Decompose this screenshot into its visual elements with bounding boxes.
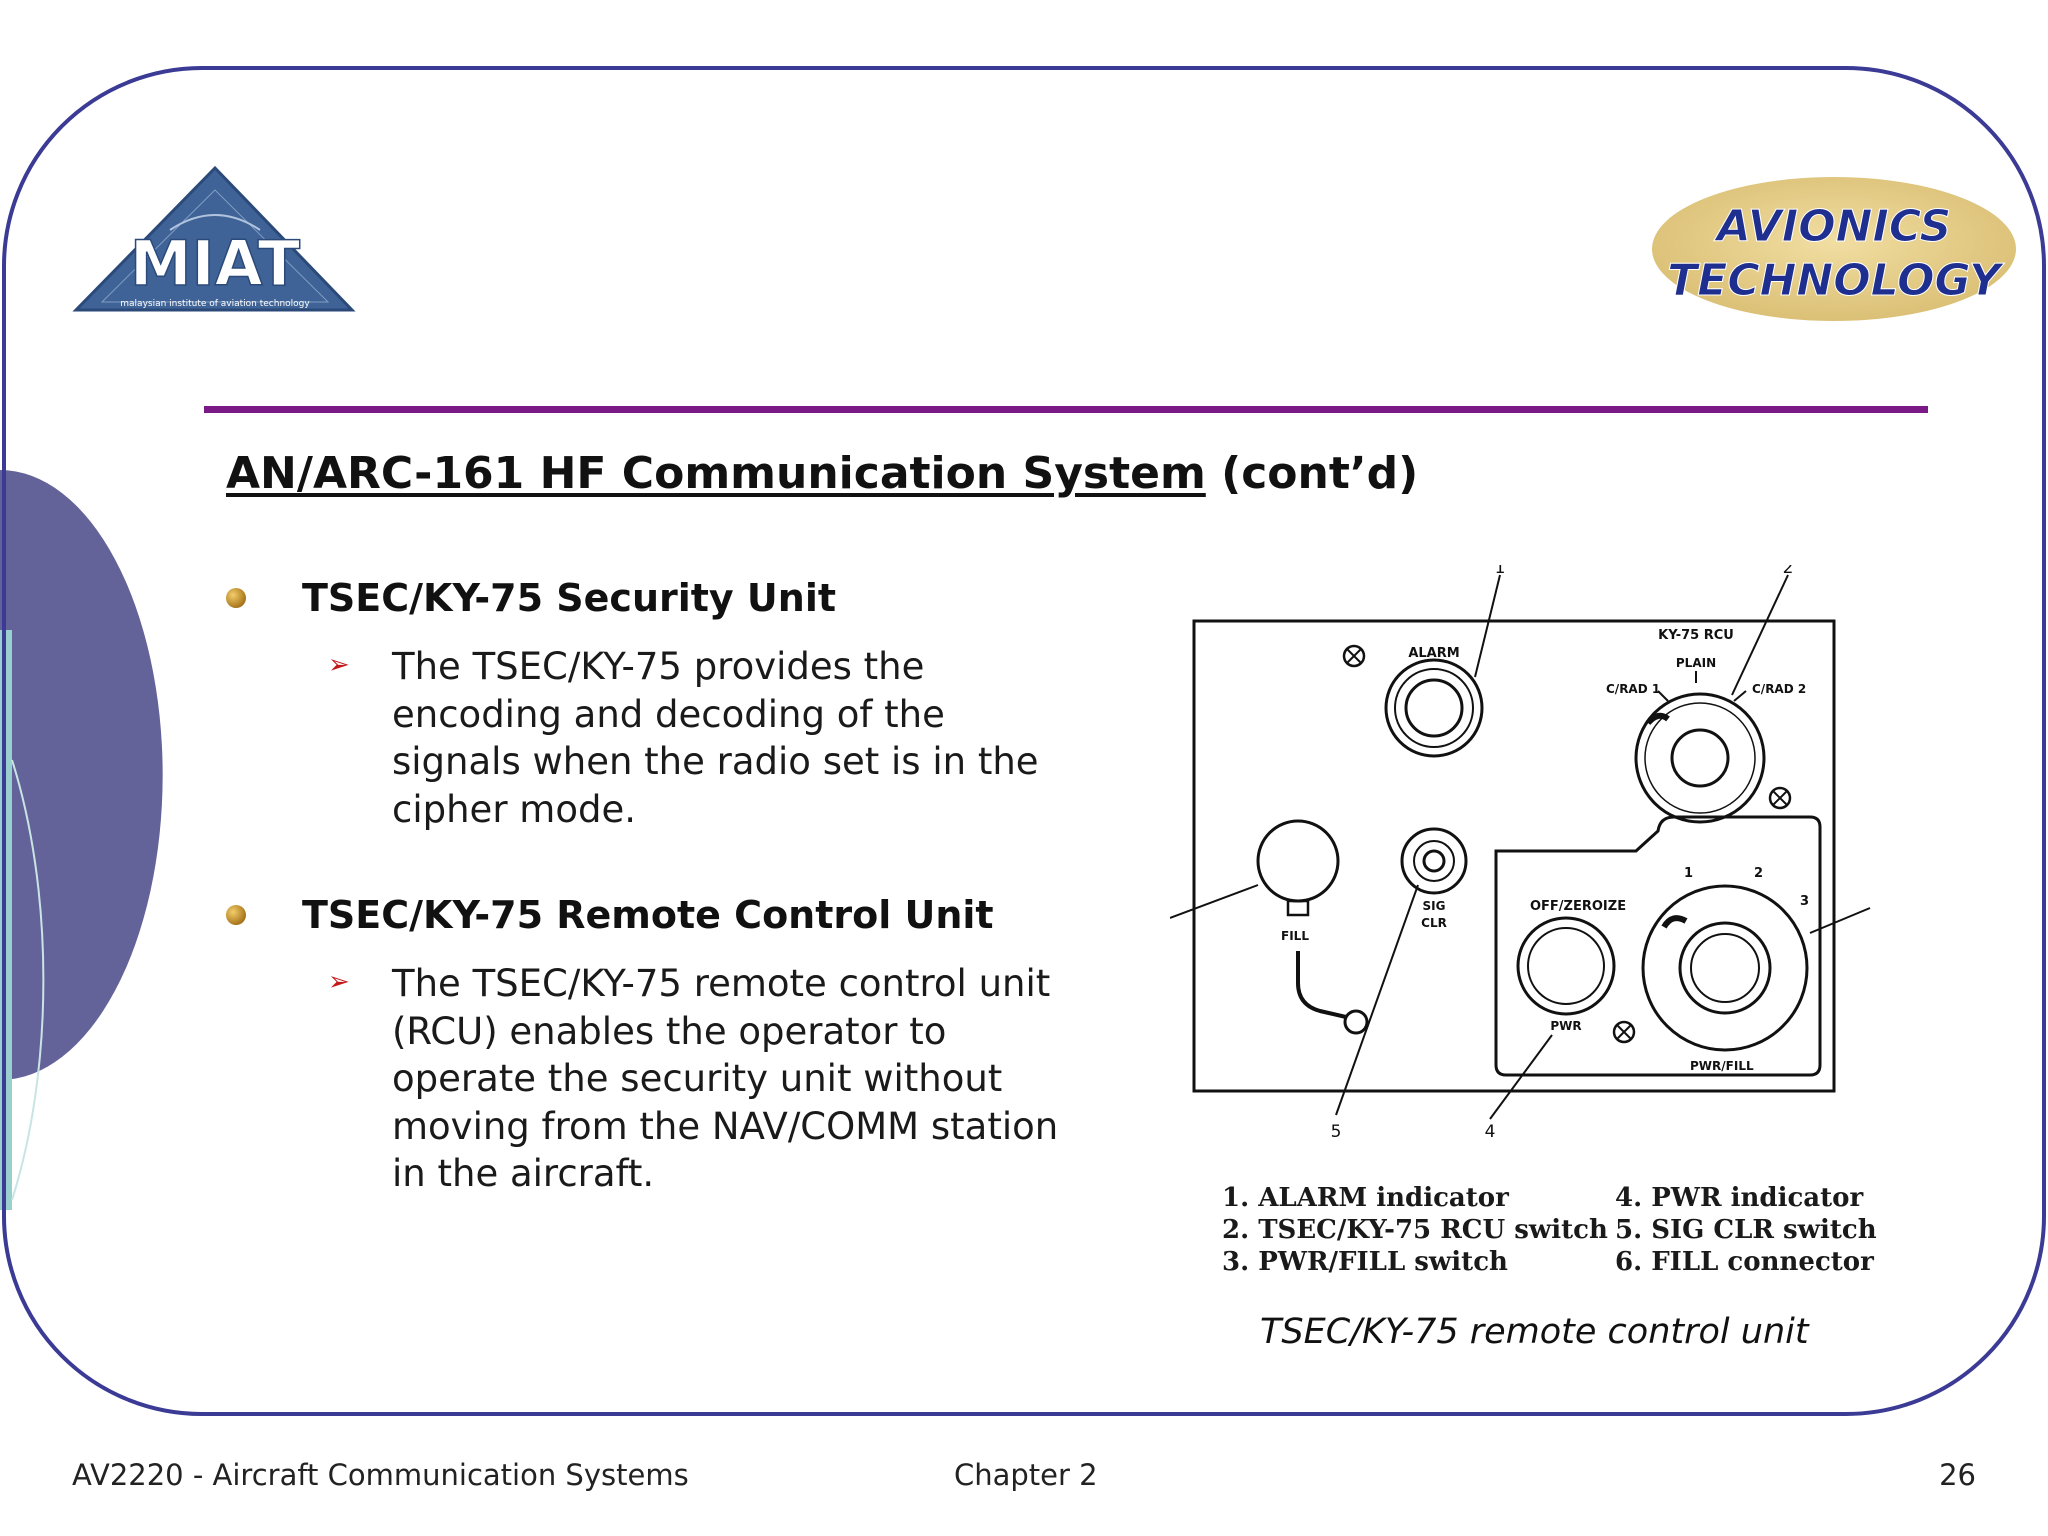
position-3-label: 3 xyxy=(1800,894,1809,909)
bullet-heading-1: TSEC/KY-75 Security Unit xyxy=(302,576,837,620)
figure-caption: TSEC/KY-75 remote control unit xyxy=(1260,1312,1809,1352)
pwr-indicator xyxy=(1516,916,1616,1016)
rcu-mode-switch xyxy=(1634,692,1766,824)
bullet-icon xyxy=(226,905,246,925)
fill-label: FILL xyxy=(1281,929,1309,943)
screw-icon xyxy=(1768,786,1792,810)
plain-label: PLAIN xyxy=(1676,656,1716,670)
legend-item: 2. TSEC/KY-75 RCU switch xyxy=(1222,1215,1608,1245)
ky75-rcu-label: KY-75 RCU xyxy=(1658,628,1734,643)
bullet-icon xyxy=(226,588,246,608)
position-2-label: 2 xyxy=(1754,866,1763,881)
legend-item: 4. PWR indicator xyxy=(1615,1183,1864,1213)
avionics-badge: AVIONICS TECHNOLOGY xyxy=(1652,177,2016,321)
crad2-label: C/RAD 2 xyxy=(1752,682,1806,696)
miat-logo: MIAT malaysian institute of aviation tec… xyxy=(72,165,356,312)
bullet-text-2: The TSEC/KY-75 remote control unit (RCU)… xyxy=(392,962,1059,1195)
footer-course: AV2220 - Aircraft Communication Systems xyxy=(72,1458,689,1492)
title-main: AN/ARC-161 HF Communication System xyxy=(226,448,1206,499)
alarm-label: ALARM xyxy=(1408,646,1459,661)
logo-subtitle: malaysian institute of aviation technolo… xyxy=(120,299,310,309)
callout-1: 1 xyxy=(1495,565,1506,578)
legend-item: 1. ALARM indicator xyxy=(1222,1183,1509,1213)
bullet-heading-2: TSEC/KY-75 Remote Control Unit xyxy=(302,893,994,937)
position-1-label: 1 xyxy=(1684,866,1693,881)
slide-frame xyxy=(2,66,2046,1416)
crad1-label: C/RAD 1 xyxy=(1606,682,1660,696)
sig-clr-switch xyxy=(1400,827,1468,895)
off-zeroize-label: OFF/ZEROIZE xyxy=(1530,899,1626,914)
title-suffix: (cont’d) xyxy=(1205,448,1419,499)
legend-item: 5. SIG CLR switch xyxy=(1615,1215,1877,1245)
badge-line1: AVIONICS xyxy=(1714,201,1952,252)
rcu-diagram: ALARM KY-75 RCU PLAIN C/RAD 1 C/RAD 2 FI… xyxy=(1170,565,1871,1142)
callout-4: 4 xyxy=(1485,1122,1496,1142)
pwr-fill-switch xyxy=(1641,884,1809,1052)
figure-legend-right: 4. PWR indicator 5. SIG CLR switch 6. FI… xyxy=(1615,1182,1877,1278)
arrow-bullet-icon: ➢ xyxy=(328,650,350,680)
alarm-indicator xyxy=(1384,658,1484,758)
footer-chapter: Chapter 2 xyxy=(954,1458,1098,1492)
logo-text: MIAT xyxy=(130,227,300,300)
pwr-label: PWR xyxy=(1550,1019,1581,1033)
fill-connector xyxy=(1256,819,1369,1035)
bullet-text-1: The TSEC/KY-75 provides the encoding and… xyxy=(392,645,1039,831)
screw-icon xyxy=(1612,1020,1636,1044)
legend-item: 6. FILL connector xyxy=(1615,1247,1874,1277)
legend-item: 3. PWR/FILL switch xyxy=(1222,1247,1508,1277)
callout-2: 2 xyxy=(1783,565,1794,578)
figure-legend-left: 1. ALARM indicator 2. TSEC/KY-75 RCU swi… xyxy=(1222,1182,1608,1278)
rcu-panel xyxy=(1192,619,1836,1093)
callout-5: 5 xyxy=(1331,1122,1342,1142)
footer-page-number: 26 xyxy=(1939,1458,1976,1492)
arrow-bullet-icon: ➢ xyxy=(328,967,350,997)
badge-line2: TECHNOLOGY xyxy=(1667,255,2005,306)
pwr-fill-subpanel xyxy=(1494,815,1822,1077)
slide-title: AN/ARC-161 HF Communication System (cont… xyxy=(226,448,1418,499)
sig-label: SIG xyxy=(1423,899,1446,913)
title-rule xyxy=(204,406,1928,413)
pwr-fill-label: PWR/FILL xyxy=(1690,1059,1754,1073)
screw-icon xyxy=(1342,644,1366,668)
clr-label: CLR xyxy=(1421,916,1447,930)
